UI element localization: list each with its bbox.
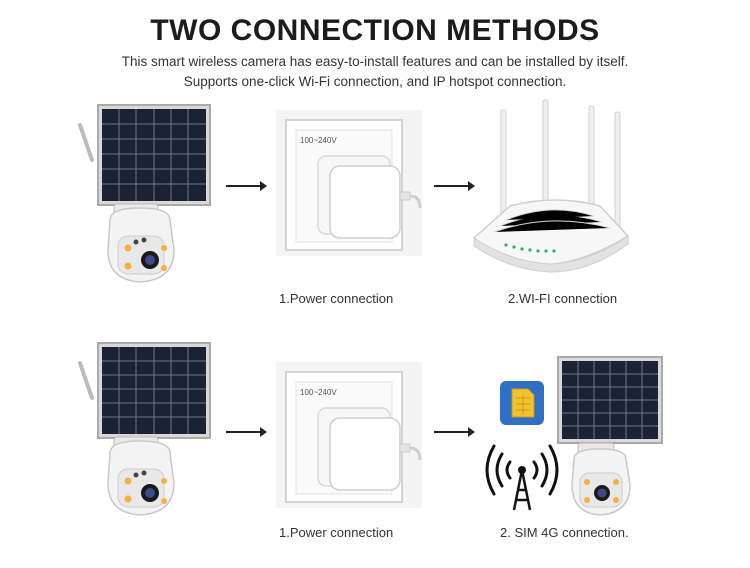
right-arrow-icon xyxy=(226,426,268,438)
wall-outlet-adapter-image-row2: 100~240V xyxy=(274,360,424,510)
solar-camera-image-row1 xyxy=(70,100,230,295)
step2-caption-row2: 2. SIM 4G connection. xyxy=(500,525,629,540)
wifi-router-icon xyxy=(470,98,640,278)
step1-caption-row1: 1.Power connection xyxy=(279,291,394,306)
solar-camera-image-sim xyxy=(556,355,666,520)
subtitle-line-2: Supports one-click Wi-Fi connection, and… xyxy=(183,74,567,89)
solar-camera-image-row2 xyxy=(70,338,230,523)
page-title: TWO CONNECTION METHODS xyxy=(150,14,600,47)
step2-caption-row1: 2.WI-FI connection xyxy=(508,291,618,306)
page-subtitle: This smart wireless camera has easy-to-i… xyxy=(0,52,750,92)
voltage-label: 100~240V xyxy=(300,388,337,397)
signal-tower-icon xyxy=(484,440,560,512)
sim-card-icon xyxy=(500,381,544,425)
step1-caption-row2: 1.Power connection xyxy=(279,525,394,540)
wall-outlet-adapter-image-row1: 100~240V xyxy=(274,108,424,258)
subtitle-line-1: This smart wireless camera has easy-to-i… xyxy=(121,54,629,69)
right-arrow-icon xyxy=(434,426,476,438)
right-arrow-icon xyxy=(434,180,476,192)
voltage-label: 100~240V xyxy=(300,136,337,145)
right-arrow-icon xyxy=(226,180,268,192)
